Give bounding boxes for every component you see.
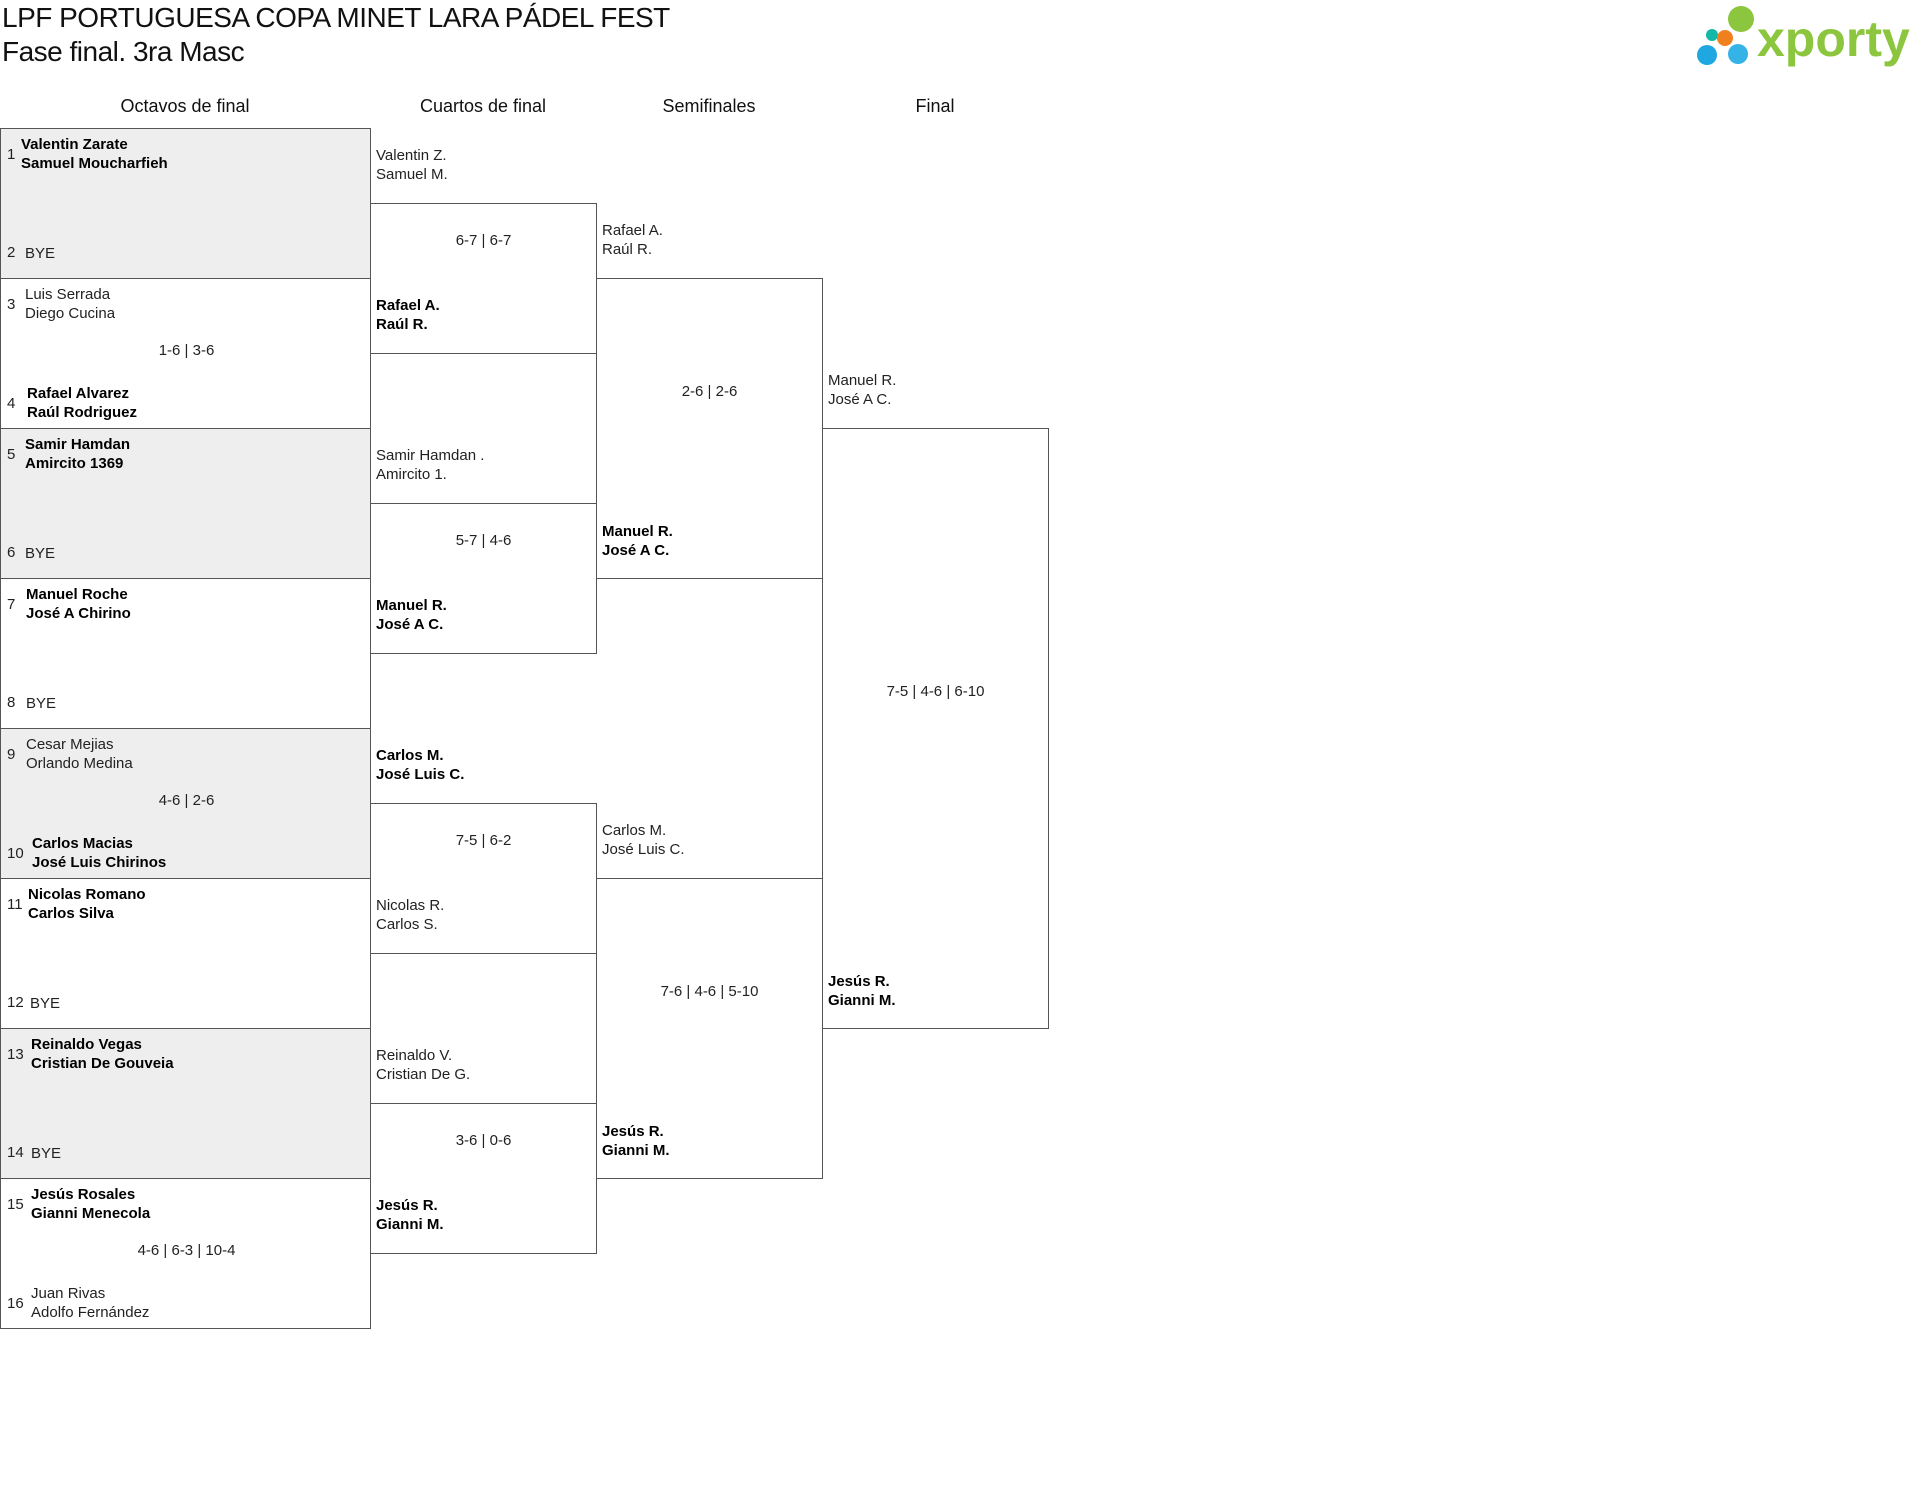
seed-number: 8 bbox=[7, 694, 16, 711]
final-team-b: Jesús R.Gianni M. bbox=[828, 973, 896, 1009]
seed-number: 3 bbox=[7, 296, 16, 313]
xporty-logo: xporty bbox=[1697, 6, 1910, 67]
seed-number: 10 bbox=[7, 845, 24, 862]
semifinal-2-team-b: Jesús R.Gianni M. bbox=[602, 1123, 670, 1159]
quarterfinal-match-3: 7-5 | 6-2 Nicolas R.Carlos S. bbox=[370, 803, 597, 954]
semifinal-1-team-a: Rafael A.Raúl R. bbox=[602, 222, 663, 258]
team-name: BYE bbox=[30, 995, 61, 1012]
quarterfinal-match-2: 5-7 | 4-6 Manuel R.José A C. bbox=[370, 503, 597, 654]
match-score: 3-6 | 0-6 bbox=[455, 1132, 512, 1149]
tournament-title: LPF PORTUGUESA COPA MINET LARA PÁDEL FES… bbox=[2, 2, 670, 33]
logo-dot-blue bbox=[1697, 45, 1717, 65]
match-score: 5-7 | 4-6 bbox=[455, 532, 512, 549]
quarterfinal-4-team-a: Reinaldo V.Cristian De G. bbox=[376, 1047, 471, 1083]
quarterfinal-match-1: 6-7 | 6-7 Rafael A.Raúl R. bbox=[370, 203, 597, 354]
logo-dot-lightblue bbox=[1728, 44, 1748, 64]
seed-number: 11 bbox=[7, 896, 23, 913]
semifinal-match-2: 7-6 | 4-6 | 5-10 Jesús R.Gianni M. bbox=[596, 878, 823, 1179]
round-header-semis: Semifinales bbox=[662, 96, 756, 116]
quarterfinal-2-team-b: Manuel R.José A C. bbox=[376, 597, 447, 633]
quarterfinal-match-4: 3-6 | 0-6 Jesús R.Gianni M. bbox=[370, 1103, 597, 1254]
logo-wordmark: xporty bbox=[1757, 11, 1910, 67]
round-header-octavos: Octavos de final bbox=[120, 96, 250, 116]
team-name: BYE bbox=[31, 1145, 62, 1162]
quarterfinal-2-team-a: Samir Hamdan .Amircito 1. bbox=[376, 447, 485, 483]
match-score: 4-6 | 6-3 | 10-4 bbox=[137, 1242, 236, 1259]
seed-number: 6 bbox=[7, 544, 16, 561]
seed-number: 15 bbox=[7, 1196, 24, 1213]
seed-number: 12 bbox=[7, 994, 24, 1011]
semifinal-2-team-a: Carlos M.José Luis C. bbox=[602, 822, 685, 858]
logo-dot-teal bbox=[1706, 29, 1718, 41]
match-score: 6-7 | 6-7 bbox=[455, 232, 512, 249]
seed-number: 2 bbox=[7, 244, 16, 261]
quarterfinal-4-team-b: Jesús R.Gianni M. bbox=[376, 1197, 444, 1233]
match-score: 7-6 | 4-6 | 5-10 bbox=[660, 983, 759, 1000]
match-score: 1-6 | 3-6 bbox=[158, 342, 215, 359]
seed-number: 9 bbox=[7, 746, 16, 763]
match-score: 2-6 | 2-6 bbox=[681, 383, 738, 400]
logo-dot-green bbox=[1728, 6, 1754, 32]
final-team-a: Manuel R.José A C. bbox=[828, 372, 897, 408]
quarterfinal-1-team-b: Rafael A.Raúl R. bbox=[376, 297, 440, 333]
semifinal-match-1: 2-6 | 2-6 Manuel R.José A C. bbox=[596, 278, 823, 579]
quarterfinal-3-team-a: Carlos M.José Luis C. bbox=[376, 747, 465, 783]
round-header-final: Final bbox=[915, 96, 955, 116]
final-match: 7-5 | 4-6 | 6-10 Jesús R.Gianni M. bbox=[822, 428, 1049, 1029]
team-name: BYE bbox=[25, 245, 56, 262]
seed-number: 13 bbox=[7, 1046, 24, 1063]
seed-number: 14 bbox=[7, 1144, 24, 1161]
seed-number: 5 bbox=[7, 446, 16, 463]
seed-number: 4 bbox=[7, 395, 16, 412]
match-score: 7-5 | 6-2 bbox=[455, 832, 512, 849]
team-name: BYE bbox=[26, 695, 57, 712]
draw-subtitle: Fase final. 3ra Masc bbox=[2, 36, 245, 67]
match-score: 4-6 | 2-6 bbox=[158, 792, 215, 809]
seed-number: 16 bbox=[7, 1295, 24, 1312]
quarterfinal-3-team-b: Nicolas R.Carlos S. bbox=[376, 897, 445, 933]
semifinal-1-team-b: Manuel R.José A C. bbox=[602, 523, 673, 559]
logo-dot-orange bbox=[1717, 30, 1733, 46]
round-header-cuartos: Cuartos de final bbox=[419, 96, 547, 116]
seed-number: 1 bbox=[7, 146, 16, 163]
match-score: 7-5 | 4-6 | 6-10 bbox=[886, 683, 985, 700]
quarterfinal-1-team-a: Valentin Z.Samuel M. bbox=[376, 147, 448, 183]
seed-number: 7 bbox=[7, 596, 16, 613]
team-name: BYE bbox=[25, 545, 56, 562]
